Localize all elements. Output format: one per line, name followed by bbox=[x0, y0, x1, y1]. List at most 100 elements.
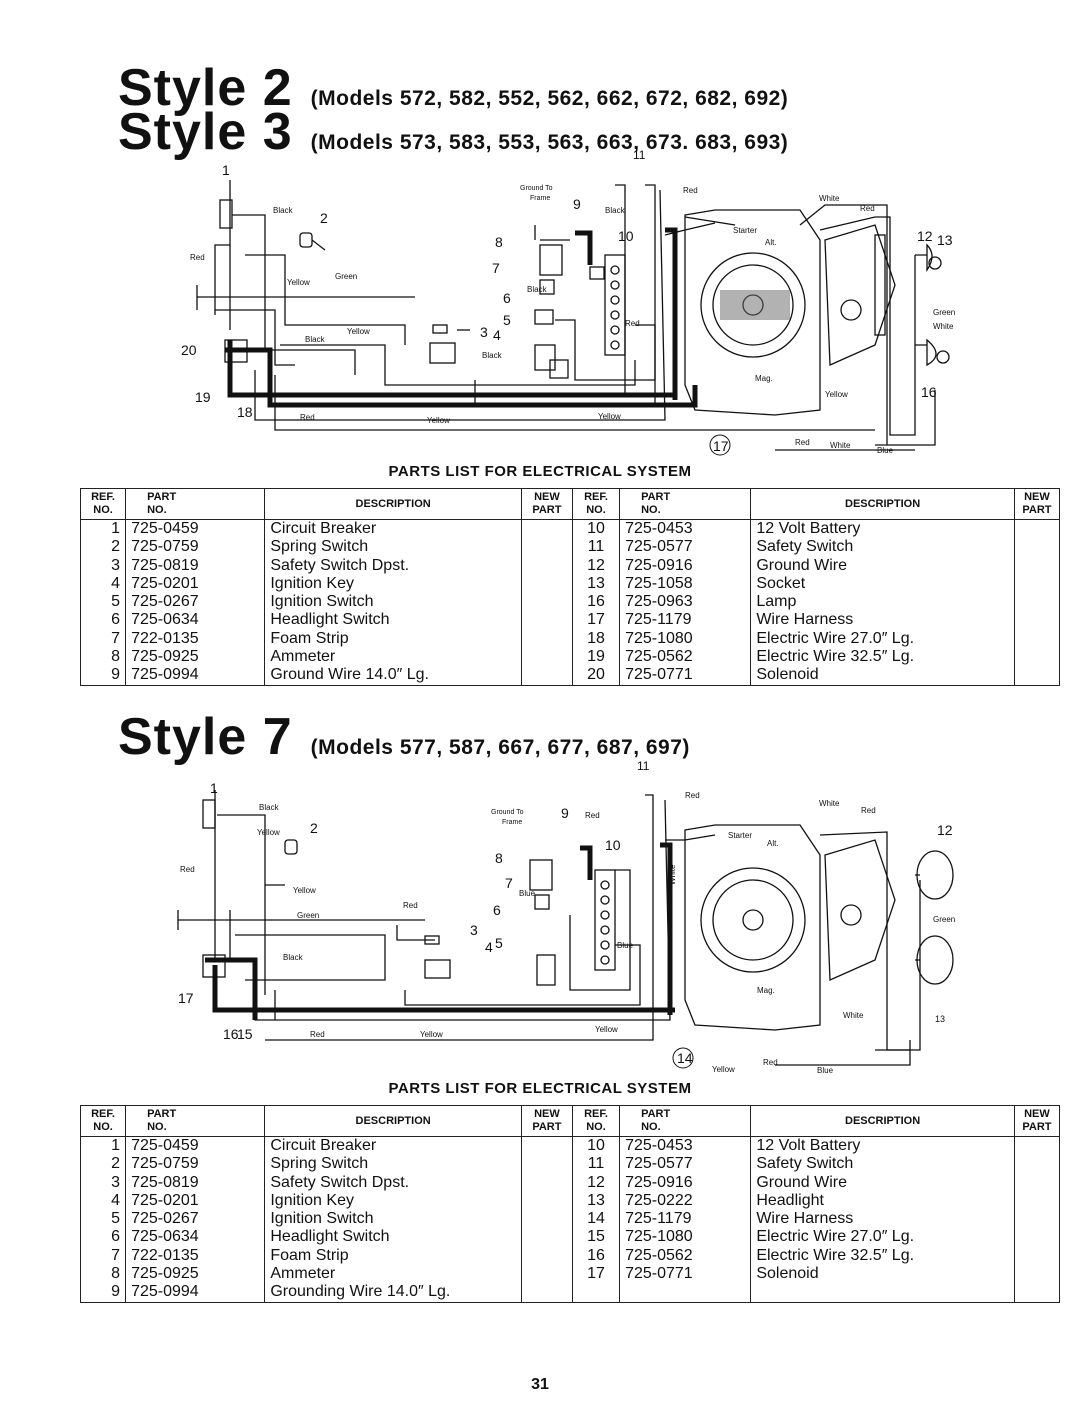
col-ref: REF.NO. bbox=[571, 488, 621, 520]
wiring-diagram-2-svg: 1 2 3 4 5 6 7 8 9 10 11 12 13 14 15 16 1… bbox=[177, 760, 955, 1075]
description-cell: Circuit Breaker bbox=[264, 519, 522, 539]
wire-label-red: Red bbox=[300, 413, 315, 422]
description-cell: Ground Wire 14.0″ Lg. bbox=[264, 666, 522, 686]
ref-cell: 4 bbox=[79, 574, 127, 594]
ref-cell: 16 bbox=[571, 1246, 621, 1266]
description-cell: Electric Wire 27.0″ Lg. bbox=[750, 1228, 1015, 1247]
wire-label-black: Black bbox=[305, 335, 326, 344]
label-alt: Alt. bbox=[767, 839, 779, 848]
description-cell: Ground Wire bbox=[750, 1173, 1015, 1192]
new-part-cell bbox=[1013, 1283, 1061, 1303]
wire-label-red: Red bbox=[795, 438, 810, 447]
wire-label-red: Red bbox=[403, 901, 418, 910]
new-part-cell bbox=[520, 1155, 573, 1174]
new-part-cell bbox=[1013, 538, 1061, 557]
part-number-cell: 725-0925 bbox=[125, 1265, 266, 1284]
part-number-cell: 725-0562 bbox=[619, 648, 752, 667]
col-ref: REF.NO. bbox=[79, 488, 127, 520]
new-part-cell bbox=[520, 1228, 573, 1247]
part-number-cell: 725-0759 bbox=[125, 538, 266, 557]
part-number-cell: 725-0916 bbox=[619, 1173, 752, 1192]
description-cell: Safety Switch bbox=[750, 538, 1015, 557]
wire-label-black: Black bbox=[527, 285, 548, 294]
wire-label-red: Red bbox=[180, 865, 195, 874]
description-cell: Ignition Key bbox=[264, 574, 522, 594]
new-part-cell bbox=[520, 1210, 573, 1229]
part-number-cell: 725-0453 bbox=[619, 519, 752, 539]
callout-7: 7 bbox=[505, 875, 513, 891]
part-number-cell: 725-0577 bbox=[619, 1155, 752, 1174]
part-number-cell: 725-1080 bbox=[619, 629, 752, 649]
ref-cell: 20 bbox=[571, 666, 621, 686]
part-number-cell: 725-0819 bbox=[125, 1173, 266, 1192]
wire-label-black: Black bbox=[605, 206, 626, 215]
description-cell: Solenoid bbox=[750, 1265, 1015, 1284]
description-cell: Ignition Key bbox=[264, 1191, 522, 1211]
ref-cell: 18 bbox=[571, 629, 621, 649]
new-part-cell bbox=[520, 629, 573, 649]
style-3-label: Style 3 bbox=[118, 103, 293, 161]
ref-cell: 1 bbox=[79, 519, 127, 539]
wire-label-yellow: Yellow bbox=[287, 278, 310, 287]
wire-label-black: Black bbox=[259, 803, 280, 812]
ref-cell: 3 bbox=[79, 1173, 127, 1192]
ref-cell: 6 bbox=[79, 1228, 127, 1247]
wire-label-black: Black bbox=[283, 953, 304, 962]
wire-label-red: Red bbox=[861, 806, 876, 815]
part-number-cell: 725-0222 bbox=[619, 1191, 752, 1211]
callout-6: 6 bbox=[493, 902, 501, 918]
new-part-cell bbox=[1013, 629, 1061, 649]
callout-1: 1 bbox=[210, 780, 218, 796]
ref-cell: 7 bbox=[79, 1246, 127, 1266]
description-cell: Safety Switch bbox=[750, 1155, 1015, 1174]
part-number-cell: 722-0135 bbox=[125, 629, 266, 649]
ref-cell: 2 bbox=[79, 538, 127, 557]
label-starter: Starter bbox=[728, 831, 752, 840]
callout-9: 9 bbox=[573, 196, 581, 212]
label-alt: Alt. bbox=[765, 238, 777, 247]
callout-2: 2 bbox=[310, 820, 318, 836]
callout-8: 8 bbox=[495, 234, 503, 250]
style-3-models: (Models 573, 583, 553, 563, 663, 673. 68… bbox=[310, 131, 789, 154]
description-cell: Headlight Switch bbox=[264, 1228, 522, 1247]
col-ref: REF.NO. bbox=[571, 1105, 621, 1137]
callout-2: 2 bbox=[320, 210, 328, 226]
part-number-cell: 725-1179 bbox=[619, 1210, 752, 1229]
style-2-models: (Models 572, 582, 552, 562, 662, 672, 68… bbox=[310, 87, 789, 110]
new-part-cell bbox=[520, 519, 573, 539]
description-cell: 12 Volt Battery bbox=[750, 519, 1015, 539]
description-cell: Headlight Switch bbox=[264, 611, 522, 630]
new-part-cell bbox=[1013, 574, 1061, 594]
ref-cell: 17 bbox=[571, 611, 621, 630]
ref-cell: 13 bbox=[571, 574, 621, 594]
callout-11: 11 bbox=[633, 148, 646, 162]
new-part-cell bbox=[1013, 1246, 1061, 1266]
wiring-diagram-1-svg: 1 2 3 4 5 6 7 8 9 10 11 12 13 16 17 18 1… bbox=[181, 148, 955, 456]
new-part-cell bbox=[520, 1136, 573, 1156]
callout-4: 4 bbox=[485, 939, 493, 955]
style-7-models: (Models 577, 587, 667, 677, 687, 697) bbox=[310, 736, 690, 759]
part-number-cell: 725-0771 bbox=[619, 666, 752, 686]
part-number-cell bbox=[619, 1283, 752, 1303]
part-number-cell: 725-0459 bbox=[125, 1136, 266, 1156]
new-part-cell bbox=[520, 1173, 573, 1192]
wire-label-white: White bbox=[843, 1011, 864, 1020]
col-description: DESCRIPTION bbox=[264, 1105, 522, 1137]
callout-12: 12 bbox=[917, 228, 933, 244]
wire-label-white: White bbox=[668, 864, 677, 885]
description-cell: Ignition Switch bbox=[264, 593, 522, 612]
new-part-cell bbox=[1013, 1210, 1061, 1229]
ref-cell: 6 bbox=[79, 611, 127, 630]
new-part-cell bbox=[520, 556, 573, 575]
callout-10: 10 bbox=[618, 228, 634, 244]
wire-label-red: Red bbox=[585, 811, 600, 820]
new-part-cell bbox=[1013, 648, 1061, 667]
